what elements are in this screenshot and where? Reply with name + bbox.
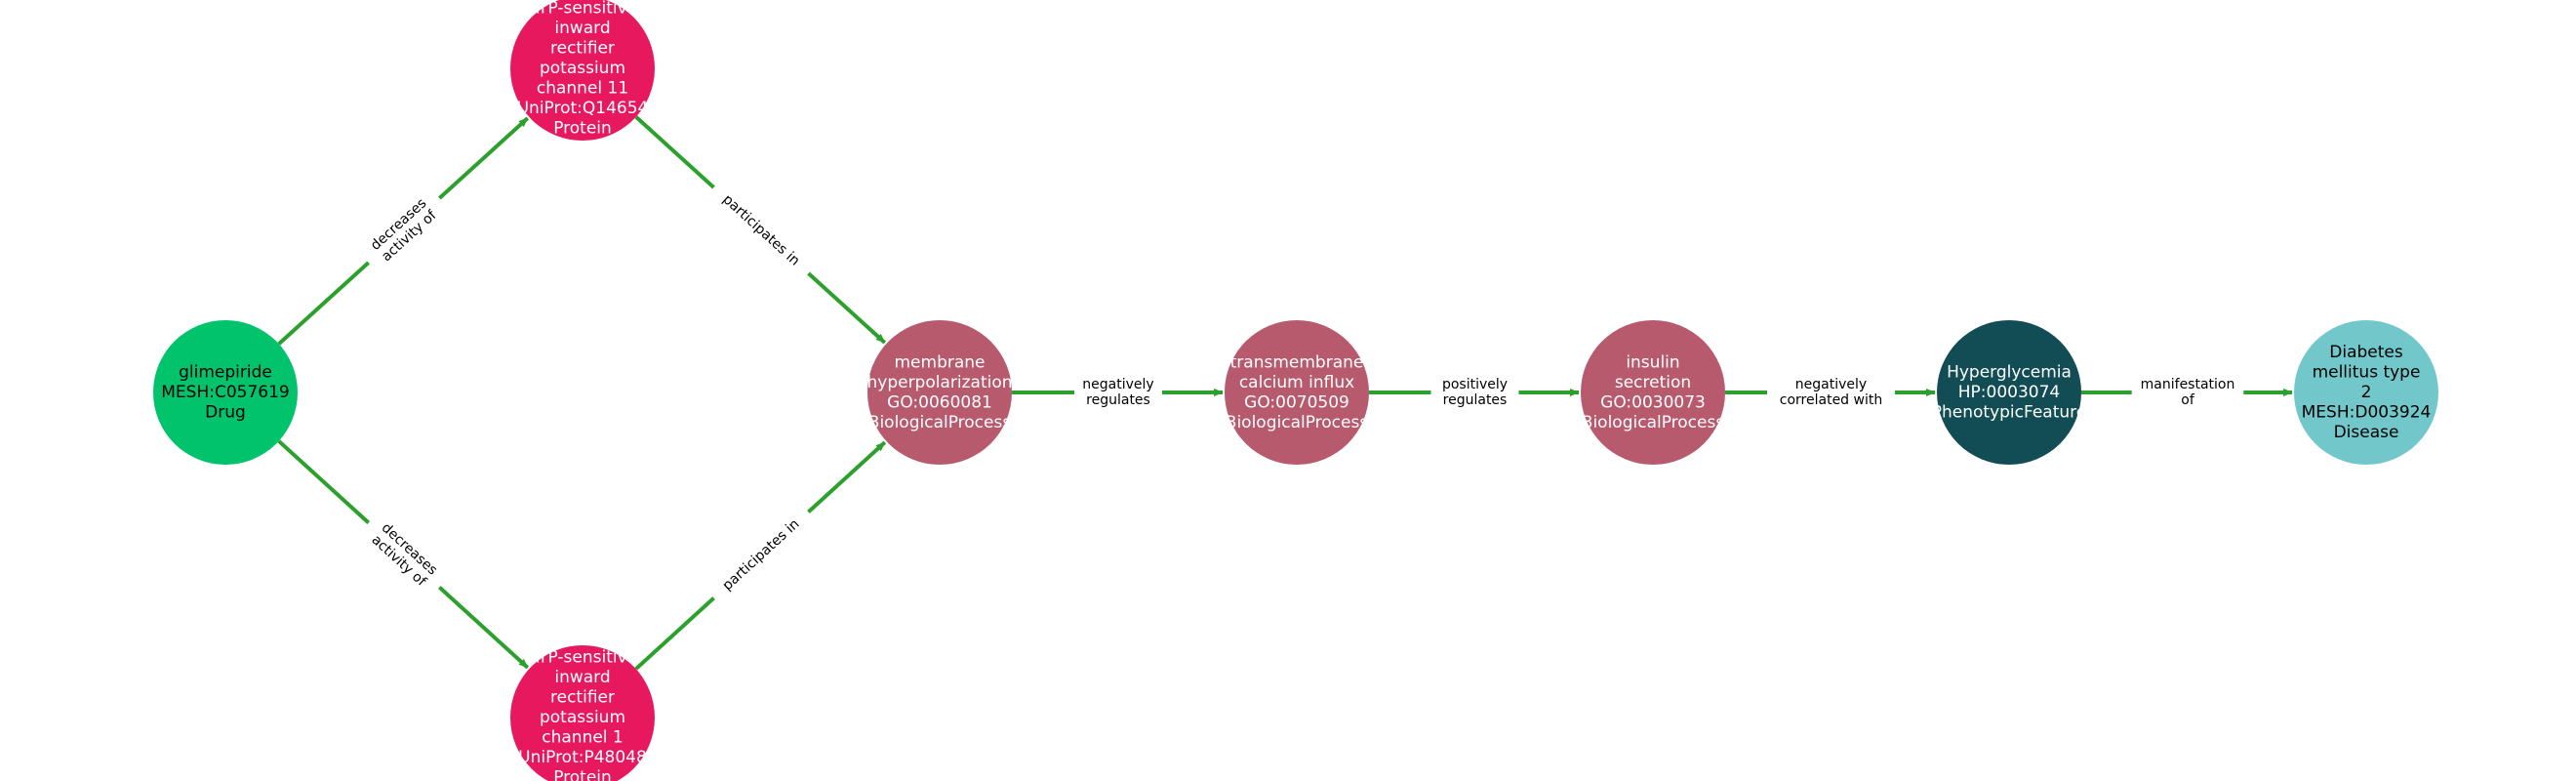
node-label: Protein: [553, 119, 612, 139]
node-circle[interactable]: [1581, 320, 1725, 465]
node-label: Disease: [2334, 423, 2399, 442]
edge-label: participates in: [720, 516, 803, 594]
node-label: HP:0003074: [1958, 383, 2060, 402]
edge-label: of: [2181, 392, 2195, 408]
node-label: insulin: [1626, 352, 1679, 372]
node-label: transmembrane: [1230, 352, 1364, 372]
node-label: glimepiride: [179, 363, 272, 383]
edge-label: negatively: [1082, 377, 1153, 392]
node-circle[interactable]: [1937, 320, 2081, 465]
node-label: channel 1: [542, 728, 624, 748]
node-label: channel 11: [537, 79, 628, 99]
node-label: GO:0030073: [1600, 392, 1706, 412]
node-label: hyperpolarization: [866, 373, 1012, 392]
node-label: mellitus type: [2313, 363, 2421, 383]
edge-label-background: [1767, 375, 1895, 410]
edge-label-background: [706, 505, 816, 605]
node-label: calcium influx: [1239, 373, 1354, 392]
node-label: Protein: [553, 768, 612, 781]
nodes-layer: glimepirideMESH:C057619DrugATP-sensitive…: [153, 0, 2438, 781]
node-label: GO:0060081: [887, 392, 992, 412]
node-label: inward: [554, 19, 610, 38]
node-label: rectifier: [550, 39, 615, 59]
edge-label: regulates: [1086, 392, 1150, 408]
edge-label-background: [356, 185, 452, 276]
node-label: 2: [2361, 383, 2372, 402]
node-label: BiologicalProcess: [1582, 413, 1725, 432]
node-circle[interactable]: [2294, 320, 2438, 465]
node-label: MESH:C057619: [161, 383, 289, 402]
node-label: GO:0070509: [1244, 392, 1349, 412]
node-membrane-hyperpolarization[interactable]: membranehyperpolarizationGO:0060081Biolo…: [866, 320, 1013, 465]
node-label: potassium: [540, 708, 625, 727]
edge-label: negatively: [1795, 377, 1867, 392]
node-label: Hyperglycemia: [1947, 363, 2072, 383]
node-label: membrane: [894, 352, 985, 372]
node-label: UniProt:Q14654: [517, 99, 649, 118]
node-label: BiologicalProcess: [868, 413, 1012, 432]
node-circle[interactable]: [510, 0, 655, 141]
edge-label-background: [1430, 375, 1519, 410]
node-circle[interactable]: [1225, 320, 1369, 465]
edge-label: participates in: [719, 191, 802, 268]
node-circle[interactable]: [153, 320, 298, 465]
node-label: ATP-sensitive: [528, 0, 637, 19]
node-label: Drug: [205, 403, 246, 423]
edge-label-background: [2131, 375, 2244, 410]
node-kcnj11[interactable]: ATP-sensitiveinwardrectifierpotassiumcha…: [510, 0, 655, 141]
node-label: inward: [554, 668, 610, 687]
node-insulin-secretion[interactable]: insulinsecretionGO:0030073BiologicalProc…: [1581, 320, 1725, 465]
edge-label-background: [1074, 375, 1162, 410]
node-label: secretion: [1615, 373, 1691, 392]
node-label: Diabetes: [2329, 343, 2403, 362]
node-circle[interactable]: [867, 320, 1012, 465]
node-label: MESH:D003924: [2302, 403, 2432, 423]
node-label: ATP-sensitive: [528, 648, 637, 668]
node-label: BiologicalProcess: [1226, 413, 1369, 432]
edge-label: correlated with: [1780, 392, 1882, 408]
edge-label-group: participates in: [706, 180, 816, 281]
edge-label: positively: [1442, 377, 1508, 392]
node-label: UniProt:P48048: [518, 748, 647, 767]
node-label: potassium: [540, 59, 625, 78]
edge-label-background: [706, 180, 816, 281]
edge-label: manifestation: [2141, 377, 2235, 392]
node-label: PhenotypicFeature: [1932, 403, 2087, 423]
node-circle[interactable]: [510, 645, 655, 781]
edge-label-background: [356, 510, 452, 600]
edge-label-group: participates in: [706, 505, 816, 605]
node-kcnj1[interactable]: ATP-sensitiveinwardrectifierpotassiumcha…: [510, 645, 655, 781]
node-label: rectifier: [550, 688, 615, 708]
edge-label: regulates: [1443, 392, 1508, 408]
